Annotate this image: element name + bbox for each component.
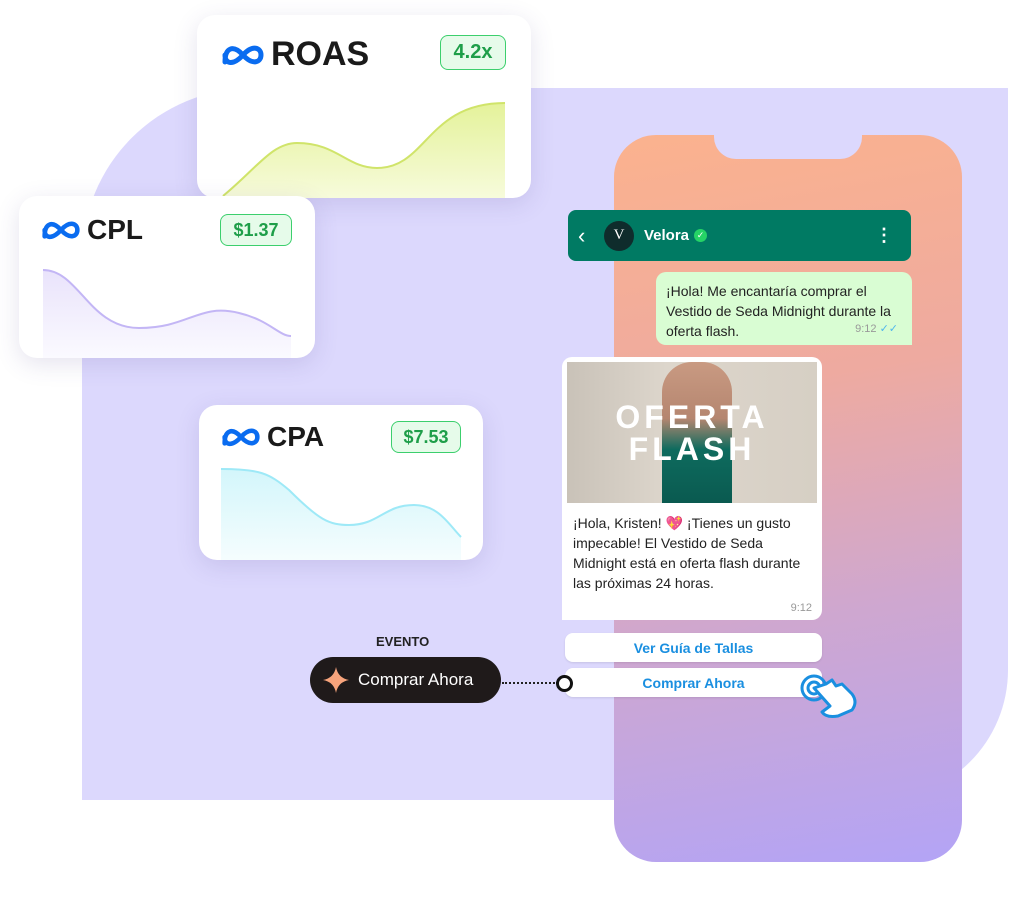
cpa-card: CPA $7.53 <box>199 405 483 560</box>
message-time: 9:12 <box>855 323 877 335</box>
message-time: 9:12 <box>790 602 812 614</box>
contact-name[interactable]: Velora <box>644 227 690 244</box>
message-text: ¡Hola! Me encantaría comprar el Vestido … <box>666 283 891 339</box>
back-icon[interactable]: ‹ <box>578 222 586 248</box>
sparkle-icon <box>323 667 349 693</box>
cpl-sparkline <box>42 269 292 358</box>
promo-title: FLASH <box>628 430 756 467</box>
avatar[interactable]: V <box>604 220 634 251</box>
metric-value-badge: 4.2x <box>440 35 506 70</box>
read-receipt-icon: ✓✓ <box>879 323 898 335</box>
promo-image: OFERTA FLASH <box>567 362 817 503</box>
buy-now-button[interactable]: Comprar Ahora <box>565 668 822 697</box>
tap-hand-icon <box>800 674 857 718</box>
metric-name: CPL <box>87 214 143 245</box>
incoming-message: OFERTA FLASH ¡Hola, Kristen! 💖 ¡Tienes u… <box>562 357 822 620</box>
connector-node <box>556 675 573 692</box>
metric-value-badge: $7.53 <box>391 421 461 453</box>
outgoing-message: ¡Hola! Me encantaría comprar el Vestido … <box>656 272 912 345</box>
metric-value-badge: $1.37 <box>220 214 292 246</box>
size-guide-button[interactable]: Ver Guía de Tallas <box>565 633 822 662</box>
metric-name: CPA <box>267 421 325 452</box>
event-pill[interactable]: Comprar Ahora <box>310 657 501 703</box>
event-name: Comprar Ahora <box>358 670 474 689</box>
roas-card: ROAS 4.2x <box>197 15 531 198</box>
cpa-sparkline <box>220 468 462 560</box>
chat-header: ‹ V Velora ✓ ⋮ <box>568 210 911 261</box>
metric-name: ROAS <box>271 35 370 73</box>
roas-sparkline <box>222 102 506 198</box>
promo-title: OFERTA <box>615 398 769 435</box>
meta-logo-icon <box>42 221 80 240</box>
event-label: EVENTO <box>376 634 430 649</box>
cpl-card: CPL $1.37 <box>19 196 315 358</box>
message-text: ¡Hola, Kristen! 💖 ¡Tienes un gusto impec… <box>573 515 801 591</box>
meta-logo-icon <box>222 428 260 447</box>
connector-line <box>502 682 558 684</box>
verified-icon: ✓ <box>694 229 708 242</box>
more-options-icon[interactable]: ⋮ <box>875 225 893 245</box>
meta-logo-icon <box>222 45 264 65</box>
